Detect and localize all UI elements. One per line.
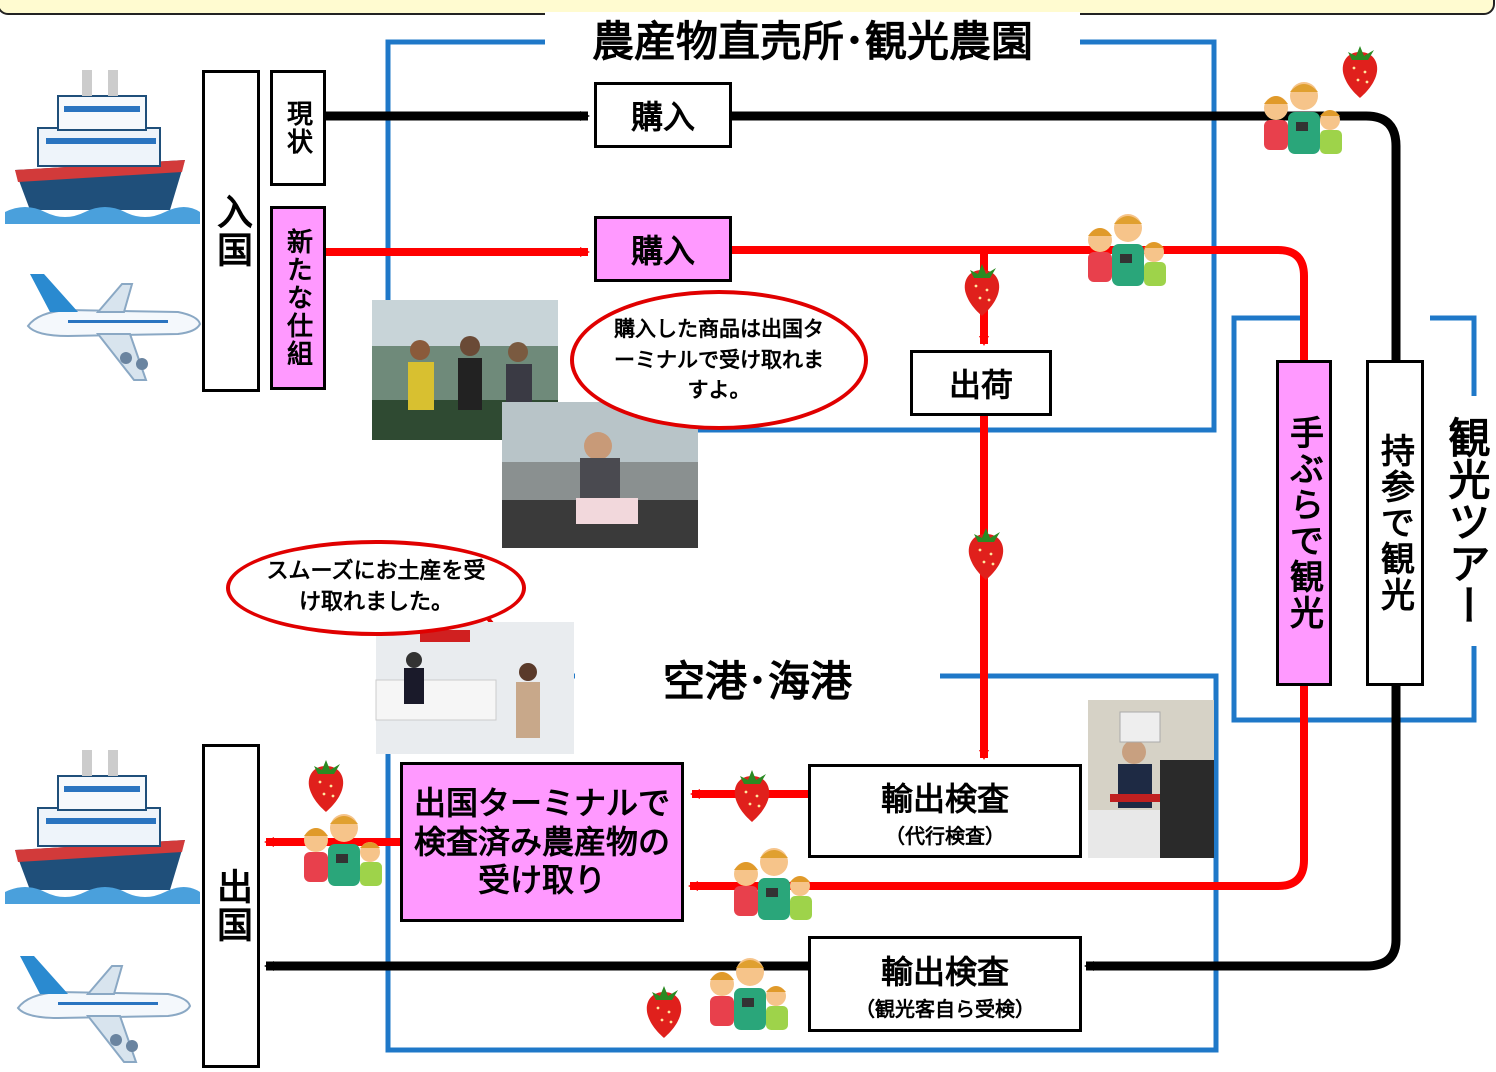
entry-label: 入国	[202, 70, 260, 392]
shipping-node: 出荷	[910, 350, 1052, 416]
export-inspection-label: 輸出検査	[880, 779, 1009, 818]
purchase-new-node: 購入	[594, 216, 732, 282]
farm-frame	[385, 39, 1217, 433]
terminal-pickup-node: 出国ターミナルで検査済み農産物の受け取り	[400, 762, 684, 922]
strawberry-icon	[646, 986, 682, 1038]
export-inspection-label: 輸出検査	[880, 952, 1009, 991]
tour-title: 観光ツアー	[1436, 396, 1496, 646]
tourists-icon	[734, 848, 812, 920]
export-inspection-self-sub: （観光客自ら受検）	[855, 996, 1035, 1021]
photo-icon	[375, 622, 574, 754]
tourists-icon	[304, 814, 382, 886]
strawberry-icon	[308, 760, 344, 812]
hands-free-tour-label: 手ぶらで観光	[1276, 360, 1332, 686]
exit-label: 出国	[202, 744, 260, 1068]
tourists-icon	[1264, 82, 1342, 154]
strawberry-icon	[964, 264, 1000, 316]
ship-icon	[4, 69, 201, 225]
carry-tour-label: 持参で観光	[1366, 360, 1424, 686]
airplane-icon	[17, 955, 191, 1063]
airport-speech-bubble: スムーズにお土産を受け取れました。	[226, 540, 526, 636]
strawberry-icon	[968, 528, 1004, 580]
airport-title: 空港･海港	[575, 652, 940, 712]
farm-title: 農産物直売所･観光農園	[545, 12, 1080, 72]
tourists-icon	[1088, 214, 1166, 286]
tour-frame	[1231, 315, 1477, 723]
ship-icon	[4, 749, 201, 905]
photo-icon	[1088, 700, 1214, 858]
current-label: 現状	[270, 70, 326, 186]
export-inspection-proxy-node: 輸出検査 （代行検査）	[808, 764, 1082, 858]
export-inspection-self-node: 輸出検査 （観光客自ら受検）	[808, 936, 1082, 1032]
farm-speech-bubble: 購入した商品は出国ターミナルで受け取れますよ。	[570, 290, 868, 430]
strawberry-icon	[1342, 46, 1378, 98]
new-system-label: 新たな仕組	[270, 206, 326, 390]
purchase-current-node: 購入	[594, 82, 732, 148]
export-inspection-proxy-sub: （代行検査）	[885, 823, 1005, 848]
photo-icon	[502, 402, 698, 548]
airplane-icon	[27, 273, 201, 381]
strawberry-icon	[734, 770, 770, 822]
